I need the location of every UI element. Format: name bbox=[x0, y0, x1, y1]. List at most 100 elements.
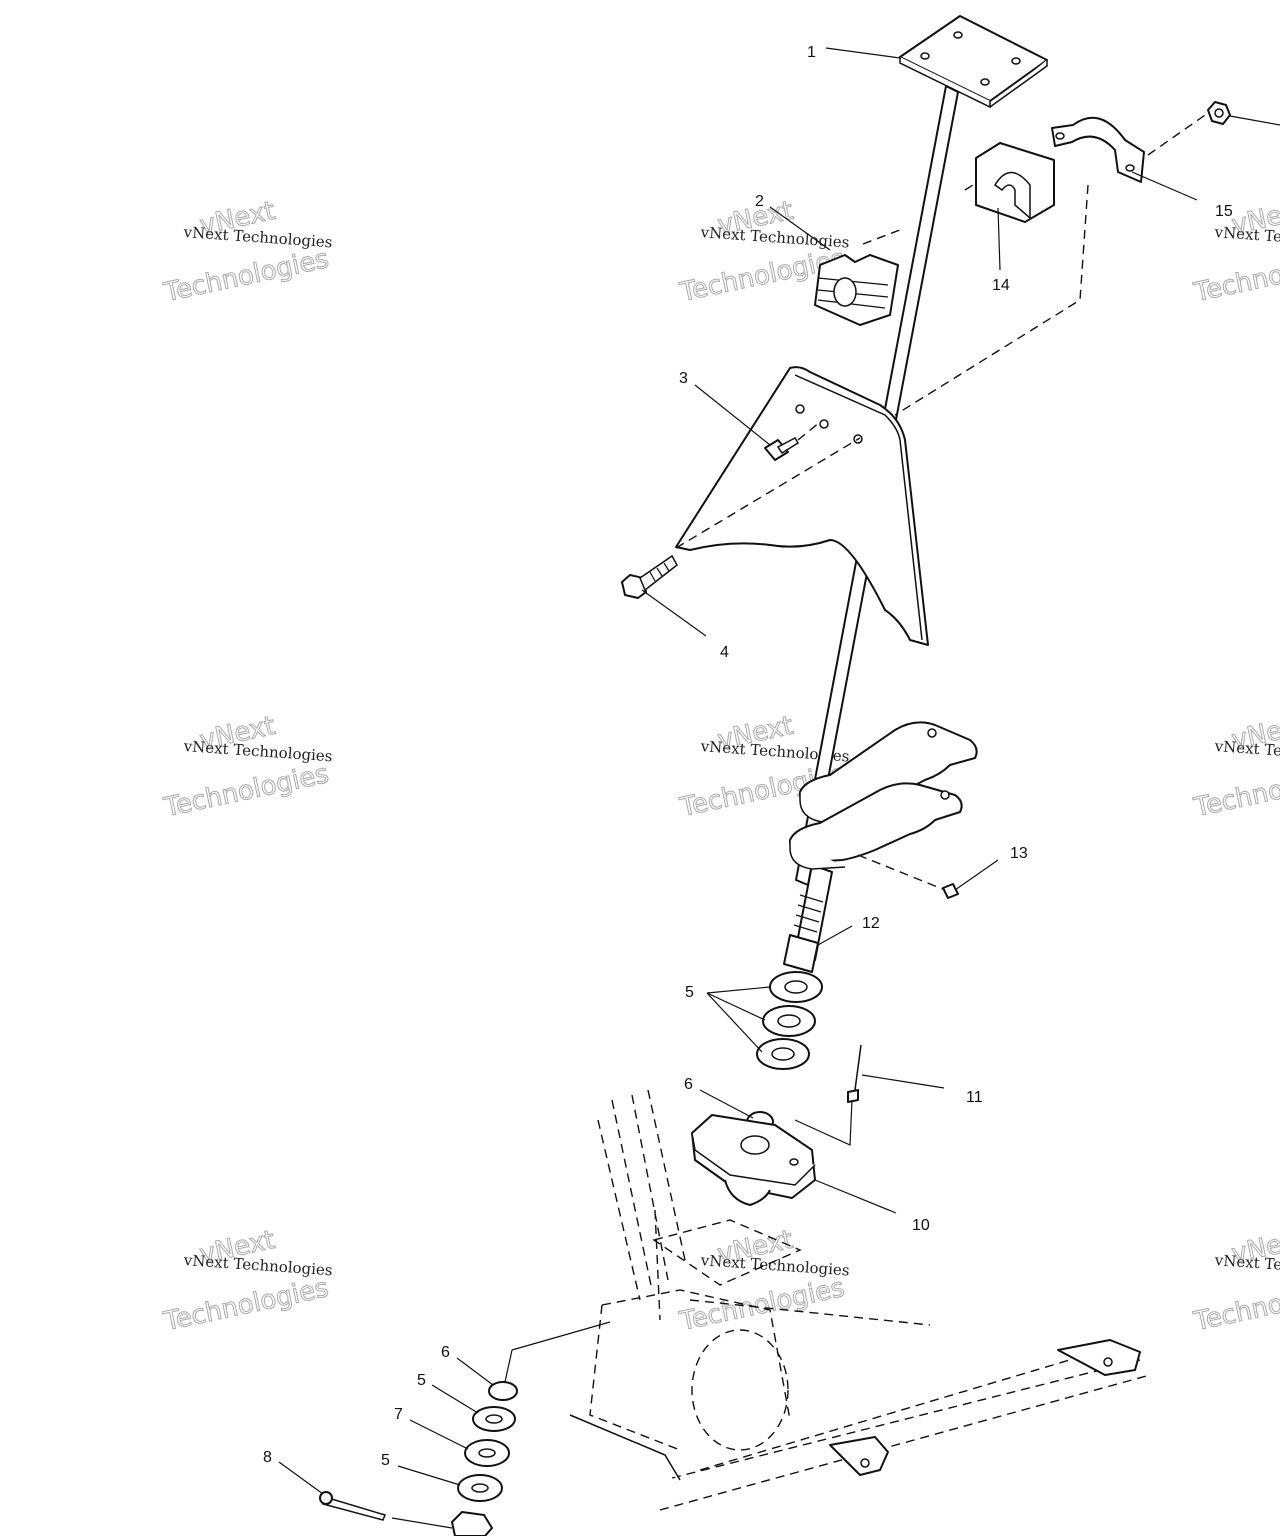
plate-hole bbox=[953, 31, 963, 39]
clamp-hole bbox=[1125, 164, 1135, 172]
part-2-bushing bbox=[814, 254, 899, 326]
callout-7: 7 bbox=[394, 1406, 403, 1423]
screw-13 bbox=[942, 883, 959, 899]
panel-hole bbox=[819, 419, 829, 429]
washer-hole bbox=[771, 1047, 795, 1061]
leader-6-lower bbox=[456, 1357, 494, 1386]
callout-14: 14 bbox=[992, 277, 1010, 294]
leader-10 bbox=[814, 1179, 897, 1214]
frame-tab-right bbox=[1057, 1339, 1141, 1376]
castle-nut bbox=[451, 1511, 493, 1536]
ski-frame-dashed bbox=[659, 1299, 1151, 1511]
mount-block-dashed bbox=[589, 1289, 791, 1451]
callout-10: 10 bbox=[912, 1217, 930, 1234]
clamp-hole bbox=[1055, 132, 1065, 140]
leader-6-upper bbox=[699, 1089, 754, 1119]
console-panel bbox=[675, 366, 929, 646]
watermark: vNext vNext Technologies Technologies bbox=[676, 1224, 850, 1337]
callout-8: 8 bbox=[263, 1449, 272, 1466]
watermark-text: Technologies bbox=[1191, 759, 1280, 823]
leader-13 bbox=[954, 859, 999, 891]
arm-hole bbox=[940, 790, 950, 800]
leader-5-lower-2 bbox=[397, 1465, 461, 1486]
panel-hole bbox=[795, 404, 805, 414]
part-4-bolt bbox=[621, 554, 678, 599]
callout-4: 4 bbox=[720, 644, 729, 661]
leader-15 bbox=[1131, 171, 1198, 201]
watermark: vNext vNext Technologies Technologies bbox=[1190, 1224, 1280, 1338]
watermark-text: Technologies bbox=[161, 759, 332, 823]
leader-5-upper bbox=[706, 986, 771, 1053]
leader-4 bbox=[641, 589, 707, 637]
frame-tab-hole bbox=[1103, 1357, 1113, 1367]
pin-shaft bbox=[854, 1044, 862, 1091]
nut-top-right bbox=[1207, 101, 1231, 125]
leader-6-lower-frame bbox=[511, 1321, 611, 1351]
frame-solid-edge bbox=[569, 1414, 681, 1481]
watermark: vNext vNext Technologies Technologies bbox=[1190, 710, 1280, 824]
watermark: vNext vNext Technologies Technologies bbox=[1190, 195, 1280, 309]
watermark-text: Technologies bbox=[161, 244, 332, 308]
watermark-text: vNext Technologies bbox=[1213, 223, 1280, 251]
screw-head bbox=[764, 439, 789, 461]
bolt-shank bbox=[639, 554, 678, 592]
washer-hole bbox=[485, 1414, 503, 1424]
callout-5-lower-1: 5 bbox=[417, 1372, 426, 1389]
block-cutout bbox=[994, 171, 1031, 220]
leader-7 bbox=[409, 1419, 469, 1450]
o-ring-lower bbox=[488, 1381, 518, 1401]
leader-nut bbox=[1229, 115, 1280, 126]
watermark-text: Technologies bbox=[1191, 244, 1280, 308]
bolt-alignment bbox=[675, 421, 861, 549]
leader-lines bbox=[278, 47, 1280, 1529]
upper-alignment bbox=[862, 112, 1209, 416]
frame-tab-lower bbox=[829, 1436, 889, 1476]
plate-hole bbox=[1011, 57, 1021, 65]
watermark: vNext vNext Technologies Technologies bbox=[160, 710, 333, 823]
callout-5-lower-2: 5 bbox=[381, 1452, 390, 1469]
leader-5-lower-1 bbox=[431, 1384, 479, 1414]
callout-2: 2 bbox=[755, 193, 764, 210]
part-11-pin bbox=[847, 1044, 862, 1103]
lower-arm-edge bbox=[789, 840, 846, 870]
bearing-block-edge bbox=[691, 1132, 816, 1186]
callouts: 1 2 3 4 5 6 11 10 12 13 14 15 6 5 7 5 8 bbox=[263, 44, 1233, 1469]
bushing-hole bbox=[833, 277, 857, 307]
watermark-text: vNext Technologies bbox=[182, 1251, 333, 1279]
watermark-text: Technologies bbox=[677, 1273, 848, 1337]
watermark: vNext vNext Technologies Technologies bbox=[160, 195, 333, 308]
leader-6-lower-drop bbox=[504, 1349, 513, 1383]
washer-hole bbox=[784, 980, 808, 994]
cotter-pin-eye bbox=[319, 1491, 333, 1505]
leader-14 bbox=[997, 207, 1001, 271]
callout-6-lower: 6 bbox=[441, 1344, 450, 1361]
callout-1: 1 bbox=[807, 44, 816, 61]
watermark-text: Technologies bbox=[161, 1273, 332, 1337]
watermark-text: Technologies bbox=[1191, 1273, 1280, 1337]
lower-arm-plate bbox=[789, 782, 963, 863]
watermark: vNext vNext Technologies Technologies bbox=[160, 1224, 333, 1337]
bearing-hole bbox=[789, 1158, 799, 1166]
leader-11 bbox=[861, 1074, 945, 1089]
steering-post-coupler bbox=[783, 934, 819, 973]
mounting-plate-edge bbox=[989, 60, 1048, 108]
callout-11: 11 bbox=[966, 1089, 983, 1106]
part-10-bearing-block bbox=[691, 1114, 816, 1206]
frame-tab-hole bbox=[860, 1458, 870, 1468]
bulkhead-frame bbox=[569, 1089, 1151, 1511]
washer-hole bbox=[471, 1483, 489, 1493]
leader-8-nut bbox=[391, 1517, 453, 1529]
callout-3: 3 bbox=[679, 370, 688, 387]
part-5-washers bbox=[756, 971, 823, 1070]
callout-13: 13 bbox=[1010, 845, 1028, 862]
arm-hole bbox=[927, 728, 937, 738]
lower-hardware-stack bbox=[319, 1381, 518, 1536]
callout-5-upper: 5 bbox=[685, 984, 694, 1001]
bulkhead-dashed-lines bbox=[597, 1089, 686, 1321]
leader-2 bbox=[769, 206, 831, 251]
alignment-lines bbox=[675, 112, 1209, 891]
bolt-threads bbox=[649, 562, 670, 582]
console-panel-edge bbox=[794, 374, 923, 641]
screw-13-alignment bbox=[857, 854, 946, 891]
